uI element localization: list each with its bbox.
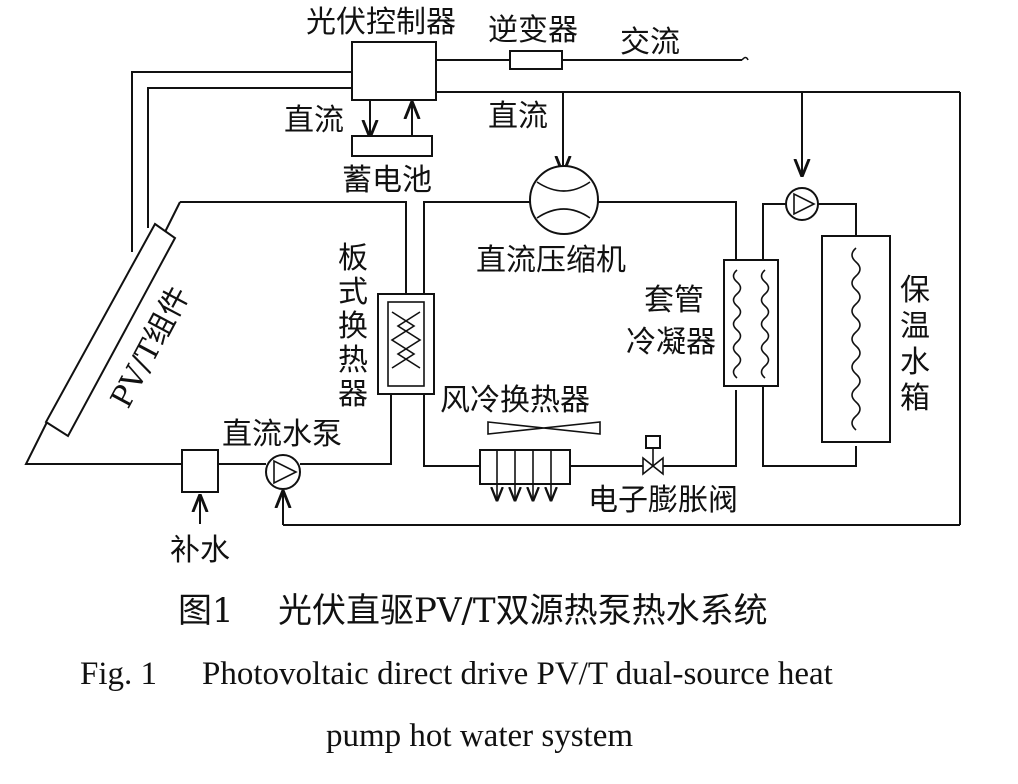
hot-water-loop xyxy=(762,203,857,467)
dc-compressor xyxy=(529,165,599,235)
svg-text:器: 器 xyxy=(338,377,368,412)
svg-text:箱: 箱 xyxy=(900,381,930,416)
circulation-pump xyxy=(785,187,819,221)
label-pv-controller: 光伏控制器 xyxy=(306,5,456,40)
pv-controller xyxy=(351,41,437,101)
svg-text:热: 热 xyxy=(338,343,368,378)
caption-cn-title: 光伏直驱PV/T双源热泵热水系统 xyxy=(278,591,768,631)
label-plate-hx: 板 式 换 热 器 xyxy=(338,241,368,412)
caption-en-number: Fig. 1 xyxy=(80,656,157,692)
svg-text:温: 温 xyxy=(900,309,930,344)
caption-en-line2: pump hot water system xyxy=(326,718,633,754)
wiring xyxy=(131,56,961,526)
label-make-up-water: 补水 xyxy=(170,533,230,568)
air-heat-exchanger xyxy=(479,421,601,500)
svg-text:板: 板 xyxy=(338,241,368,276)
label-dc-left: 直流 xyxy=(284,103,344,138)
label-casing-condenser-1: 套管 xyxy=(644,283,704,318)
label-dc-water-pump: 直流水泵 xyxy=(222,417,342,452)
pvt-water-loop xyxy=(24,201,407,524)
label-ac: 交流 xyxy=(620,25,680,60)
label-storage-tank: 保 温 水 箱 xyxy=(900,273,930,416)
plate-heat-exchanger xyxy=(377,293,435,395)
make-up-water-tank xyxy=(181,449,219,493)
caption-en-line1: Photovoltaic direct drive PV/T dual-sour… xyxy=(202,656,833,692)
svg-text:式: 式 xyxy=(338,275,368,310)
dc-water-pump xyxy=(265,454,301,490)
battery xyxy=(351,135,433,157)
label-expansion-valve: 电子膨胀阀 xyxy=(588,483,738,518)
label-dc-mid: 直流 xyxy=(488,99,548,134)
svg-text:保: 保 xyxy=(900,273,930,308)
refrigerant-loop xyxy=(423,201,737,467)
inverter xyxy=(509,50,563,70)
caption-cn-number: 图1 xyxy=(178,591,234,631)
pvt-module xyxy=(44,222,177,438)
label-battery: 蓄电池 xyxy=(342,163,432,198)
label-inverter: 逆变器 xyxy=(488,13,578,48)
casing-condenser xyxy=(723,259,779,387)
label-air-hx: 风冷换热器 xyxy=(440,383,590,418)
svg-text:换: 换 xyxy=(338,309,368,344)
svg-text:水: 水 xyxy=(900,345,930,380)
storage-tank xyxy=(821,235,891,443)
label-dc-compressor: 直流压缩机 xyxy=(476,243,626,278)
electronic-expansion-valve xyxy=(642,435,664,476)
label-casing-condenser-2: 冷凝器 xyxy=(626,325,716,360)
